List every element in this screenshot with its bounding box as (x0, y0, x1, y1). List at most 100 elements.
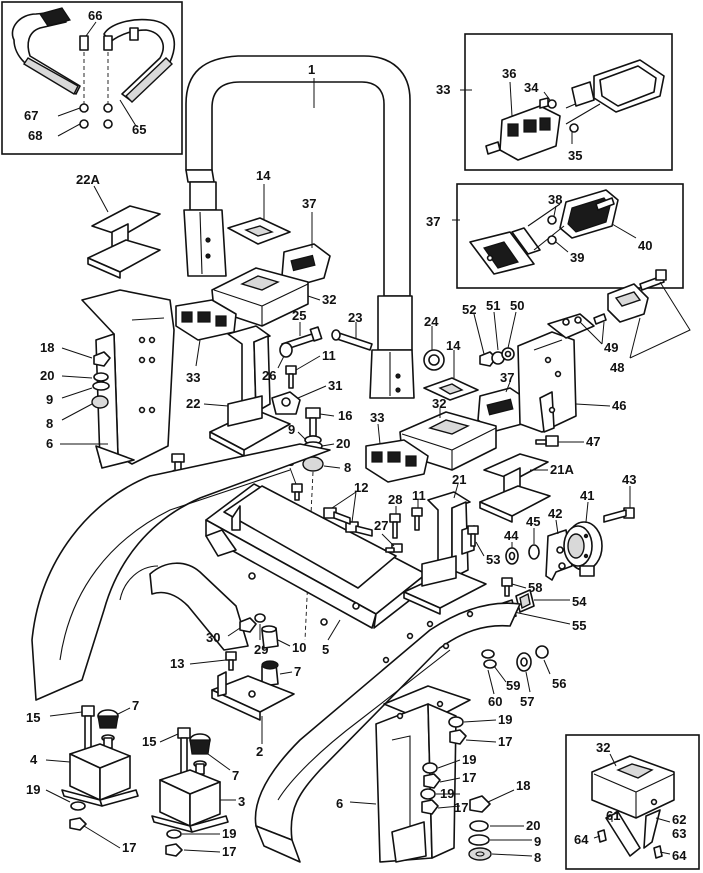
callout-67: 67 (24, 108, 38, 123)
fender-bracket-left-hardware (91, 351, 111, 409)
callout-9b: 9 (288, 422, 295, 437)
leader-20b (321, 443, 335, 447)
leader-9a (61, 387, 93, 399)
callout-38: 38 (548, 192, 562, 207)
inset-work-lamp-box (464, 33, 673, 171)
callout-23: 23 (348, 310, 362, 325)
isolator-7-upper (261, 660, 279, 687)
rops-arch (183, 55, 415, 399)
leader-11a (295, 355, 321, 371)
washer-44 (505, 547, 519, 565)
bolt-16 (305, 407, 321, 437)
inset-cover-box (565, 734, 700, 870)
hardware-59-60 (481, 649, 497, 669)
leader-51 (493, 311, 499, 351)
callout-17b: 17 (222, 844, 236, 859)
leader-8c (491, 853, 533, 857)
leader-10 (277, 639, 291, 647)
callout-56: 56 (552, 676, 566, 691)
spacer-26 (279, 342, 293, 358)
leader-62 (655, 817, 671, 823)
leader-36 (509, 81, 513, 117)
leader-37b (505, 381, 511, 393)
leader-8b (323, 465, 341, 469)
hardware-stack-bottom-right (468, 795, 492, 861)
inset-work-lamp-assembly (485, 59, 665, 161)
license-lamp-48 (607, 269, 667, 323)
leader-7a (279, 671, 293, 675)
bolt-11-right (411, 507, 423, 531)
callout-61: 61 (606, 808, 620, 823)
callout-14b: 14 (446, 338, 461, 353)
leader-19a (45, 789, 71, 803)
leader-32c (609, 753, 617, 767)
callout-42: 42 (548, 506, 562, 521)
callout-8b: 8 (344, 460, 351, 475)
leader-19c (463, 719, 497, 723)
leader-7b (117, 707, 131, 715)
callout-8c: 8 (534, 850, 541, 865)
pin-23 (331, 329, 373, 351)
callout-18b: 18 (516, 778, 530, 793)
callout-17a: 17 (122, 840, 136, 855)
callout-35: 35 (568, 148, 582, 163)
callout-66: 66 (88, 8, 102, 23)
inset-rear-lamp-box (456, 183, 684, 289)
callout-32c: 32 (596, 740, 610, 755)
callout-64a: 64 (574, 832, 589, 847)
leader-56 (543, 659, 551, 675)
leader-40 (611, 223, 637, 239)
callout-9c: 9 (534, 834, 541, 849)
callout-19c: 19 (498, 712, 512, 727)
bolt-27 (385, 543, 403, 553)
leader-5 (327, 619, 341, 641)
callout-52: 52 (462, 302, 476, 317)
callout-54: 54 (572, 594, 587, 609)
bracket-22A (87, 205, 161, 279)
callout-20b: 20 (336, 436, 350, 451)
bolt-43 (603, 507, 635, 523)
leader-8a (61, 403, 93, 421)
callout-7b: 7 (132, 698, 139, 713)
reflector-54 (515, 589, 535, 613)
license-lamp-49 (547, 313, 607, 339)
callout-19b: 19 (222, 826, 236, 841)
leader-22 (203, 403, 229, 407)
isolator-7-left (97, 709, 119, 749)
inset-seat-belt-box (1, 1, 183, 155)
leader-60 (487, 669, 495, 695)
callout-19e: 19 (440, 786, 454, 801)
leader-12 (331, 491, 357, 523)
leader-4 (45, 759, 71, 763)
lamp-33-right (365, 439, 429, 483)
callout-50: 50 (510, 298, 524, 313)
support-22 (209, 325, 291, 457)
callout-63: 63 (672, 826, 686, 841)
leader-27 (381, 533, 395, 547)
bracket-4 (61, 743, 139, 807)
leader-6b (349, 801, 377, 805)
callout-53: 53 (486, 552, 500, 567)
nut-45-right (528, 544, 540, 560)
callout-19d: 19 (462, 752, 476, 767)
callout-37c: 37 (426, 214, 440, 229)
callout-28: 28 (388, 492, 402, 507)
leader-30 (227, 627, 241, 637)
callout-58: 58 (528, 580, 542, 595)
leader-48 (629, 281, 691, 359)
callout-48: 48 (610, 360, 624, 375)
seat-belt-assembly (11, 7, 175, 129)
callout-59: 59 (506, 678, 520, 693)
callout-46: 46 (612, 398, 626, 413)
leader-18a (61, 347, 93, 359)
leader-55 (513, 611, 571, 625)
callout-16: 16 (338, 408, 352, 423)
lamp-37-left (281, 243, 331, 287)
callout-17c: 17 (498, 734, 512, 749)
callout-51: 51 (486, 298, 500, 313)
spacer-10 (261, 625, 279, 649)
leader-7c (207, 753, 231, 771)
leader-38 (553, 205, 557, 217)
callout-47: 47 (586, 434, 600, 449)
leader-64b (659, 851, 671, 855)
